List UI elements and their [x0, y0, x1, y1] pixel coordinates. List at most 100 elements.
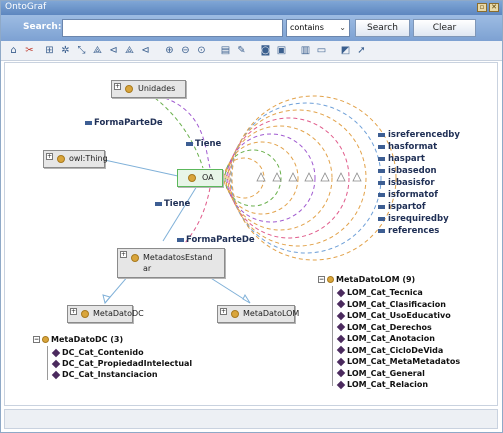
relation-item[interactable]: haspart: [378, 154, 425, 164]
vertical-tree-icon[interactable]: ⟁: [125, 45, 134, 56]
tree-item[interactable]: LOM_Cat_Anotacion: [336, 334, 435, 343]
individual-icon: [336, 368, 346, 378]
horizontal-tree-icon[interactable]: ⊲: [109, 45, 118, 56]
relation-icon: [378, 228, 385, 233]
window-controls: ▫ ✕: [477, 3, 499, 12]
grid-layout-icon[interactable]: ⊞: [45, 45, 54, 56]
horizontal-tree2-icon[interactable]: ⊲: [141, 45, 150, 56]
expand-icon[interactable]: +: [114, 83, 121, 90]
export-icon[interactable]: ▣: [276, 45, 287, 56]
relation-icon: [378, 180, 385, 185]
node-metadato-lom[interactable]: + MetaDatoLOM: [217, 305, 299, 323]
open-icon[interactable]: ▭: [316, 45, 327, 56]
search-mode-value: contains: [290, 23, 324, 32]
expand-icon[interactable]: +: [70, 308, 77, 315]
relation-item[interactable]: ispartof: [378, 202, 426, 212]
edge-label-tiene-2: Tiene: [155, 199, 190, 209]
tree-item[interactable]: LOM_Cat_Tecnica: [336, 288, 423, 297]
class-icon: [188, 174, 196, 182]
restore-icon[interactable]: ▫: [477, 3, 487, 12]
edge-arrow: [102, 294, 111, 305]
edge-type-icon: [186, 141, 193, 146]
node-label-2: ar: [143, 264, 152, 273]
arc-arrow: [272, 172, 282, 182]
edge-label-tiene: Tiene: [186, 139, 221, 149]
window-title: OntoGraf: [5, 2, 47, 12]
tree-item[interactable]: LOM_Cat_UsoEducativo: [336, 311, 451, 320]
close-icon[interactable]: ✕: [489, 3, 499, 12]
individual-icon: [336, 380, 346, 389]
edge-type-icon: [177, 237, 184, 242]
spring-layout-icon[interactable]: ⤡: [77, 45, 86, 56]
radial-layout-icon[interactable]: ✲: [61, 45, 70, 56]
class-icon: [57, 155, 65, 163]
collapse-icon[interactable]: −: [318, 276, 325, 283]
edge-arrow: [242, 293, 251, 304]
toolbar: ⌂ ✂ ⊞ ✲ ⤡ ⟁ ⊲ ⟁ ⊲ ⊕ ⊖ ⊙ ▤ ✎ ◙ ▣ ▥ ▭ ◩ ➚: [1, 41, 502, 61]
node-label: MetadatosEstand: [143, 253, 213, 262]
relation-arc: [230, 102, 382, 254]
relation-arc: [223, 157, 265, 199]
relation-item[interactable]: isrequiredby: [378, 214, 449, 224]
node-label: MetaDatoDC: [93, 309, 144, 318]
node-owl-thing[interactable]: + owl:Thing: [43, 150, 108, 168]
search-mode-select[interactable]: contains ⌄: [286, 19, 350, 37]
search-button[interactable]: Search: [355, 19, 410, 37]
node-metadato-dc[interactable]: + MetaDatoDC: [67, 305, 144, 323]
tree-item[interactable]: LOM_Cat_Derechos: [336, 323, 432, 332]
relation-icon: [378, 168, 385, 173]
tree-header[interactable]: −MetaDatoLOM (9): [318, 275, 416, 284]
tree-item[interactable]: LOM_Cat_General: [336, 368, 425, 378]
relation-item[interactable]: hasformat: [378, 142, 437, 152]
arc-arrow: [304, 172, 314, 182]
home-icon[interactable]: ⌂: [10, 45, 17, 56]
arc-arrow: [288, 172, 298, 182]
relation-icon: [378, 132, 385, 137]
node-unidades[interactable]: + Unidades: [111, 80, 186, 98]
node-metadatos-estandar[interactable]: + MetadatosEstand ar: [117, 248, 225, 278]
export-image-icon[interactable]: ◩: [340, 45, 351, 56]
save-icon[interactable]: ▥: [300, 45, 311, 56]
relation-item[interactable]: references: [378, 226, 439, 236]
edge-unidades-oa: [154, 97, 204, 169]
tree-item[interactable]: LOM_Cat_MetaMetadatos: [336, 357, 460, 366]
filter-icon[interactable]: ▤: [220, 45, 231, 56]
relation-arc: [228, 117, 350, 239]
collapse-icon[interactable]: −: [33, 336, 40, 343]
tree-item[interactable]: DC_Cat_Contenido: [51, 348, 144, 357]
relation-item[interactable]: isreferencedby: [378, 130, 460, 140]
filter-edit-icon[interactable]: ✎: [237, 45, 246, 56]
edge-label-forma-parte-de-2: FormaParteDe: [177, 235, 255, 245]
relation-arc: [224, 149, 282, 207]
node-label: MetaDatoLOM: [243, 309, 300, 318]
expand-icon[interactable]: +: [220, 308, 227, 315]
search-input[interactable]: [62, 19, 283, 37]
edge-thing-oa: [99, 158, 188, 179]
graph-canvas[interactable]: + Unidades + owl:Thing OA + MetadatosEst…: [4, 62, 498, 406]
tree-item[interactable]: LOM_Cat_Relacion: [336, 380, 428, 389]
expand-icon[interactable]: +: [120, 251, 127, 258]
relation-item[interactable]: isbasedon: [378, 166, 437, 176]
expand-icon[interactable]: +: [46, 153, 53, 160]
arc-arrow: [336, 172, 346, 182]
zoom-in-icon[interactable]: ⊕: [165, 45, 174, 56]
remove-icon[interactable]: ✂: [25, 45, 34, 56]
tree-item[interactable]: LOM_Cat_CicloDeVida: [336, 346, 443, 355]
tree-item[interactable]: DC_Cat_Instanciacion: [51, 370, 158, 379]
node-oa[interactable]: OA: [177, 169, 223, 187]
snapshot-icon[interactable]: ◙: [260, 45, 271, 56]
tree-layout-icon[interactable]: ⟁: [93, 45, 102, 56]
relation-item[interactable]: isbasisfor: [378, 178, 435, 188]
relation-icon: [378, 216, 385, 221]
relation-arc: [225, 141, 299, 215]
tree-item[interactable]: LOM_Cat_Clasificacion: [336, 300, 446, 309]
zoom-out-icon[interactable]: ⊖: [181, 45, 190, 56]
tree-item[interactable]: DC_Cat_PropiedadIntelectual: [51, 359, 192, 368]
zoom-fit-icon[interactable]: ⊙: [197, 45, 206, 56]
tree-header[interactable]: −MetaDatoDC (3): [33, 335, 124, 344]
send-icon[interactable]: ➚: [357, 45, 366, 56]
relation-item[interactable]: isformatof: [378, 190, 438, 200]
clear-button[interactable]: Clear: [413, 19, 476, 37]
edge-type-icon: [85, 120, 92, 125]
